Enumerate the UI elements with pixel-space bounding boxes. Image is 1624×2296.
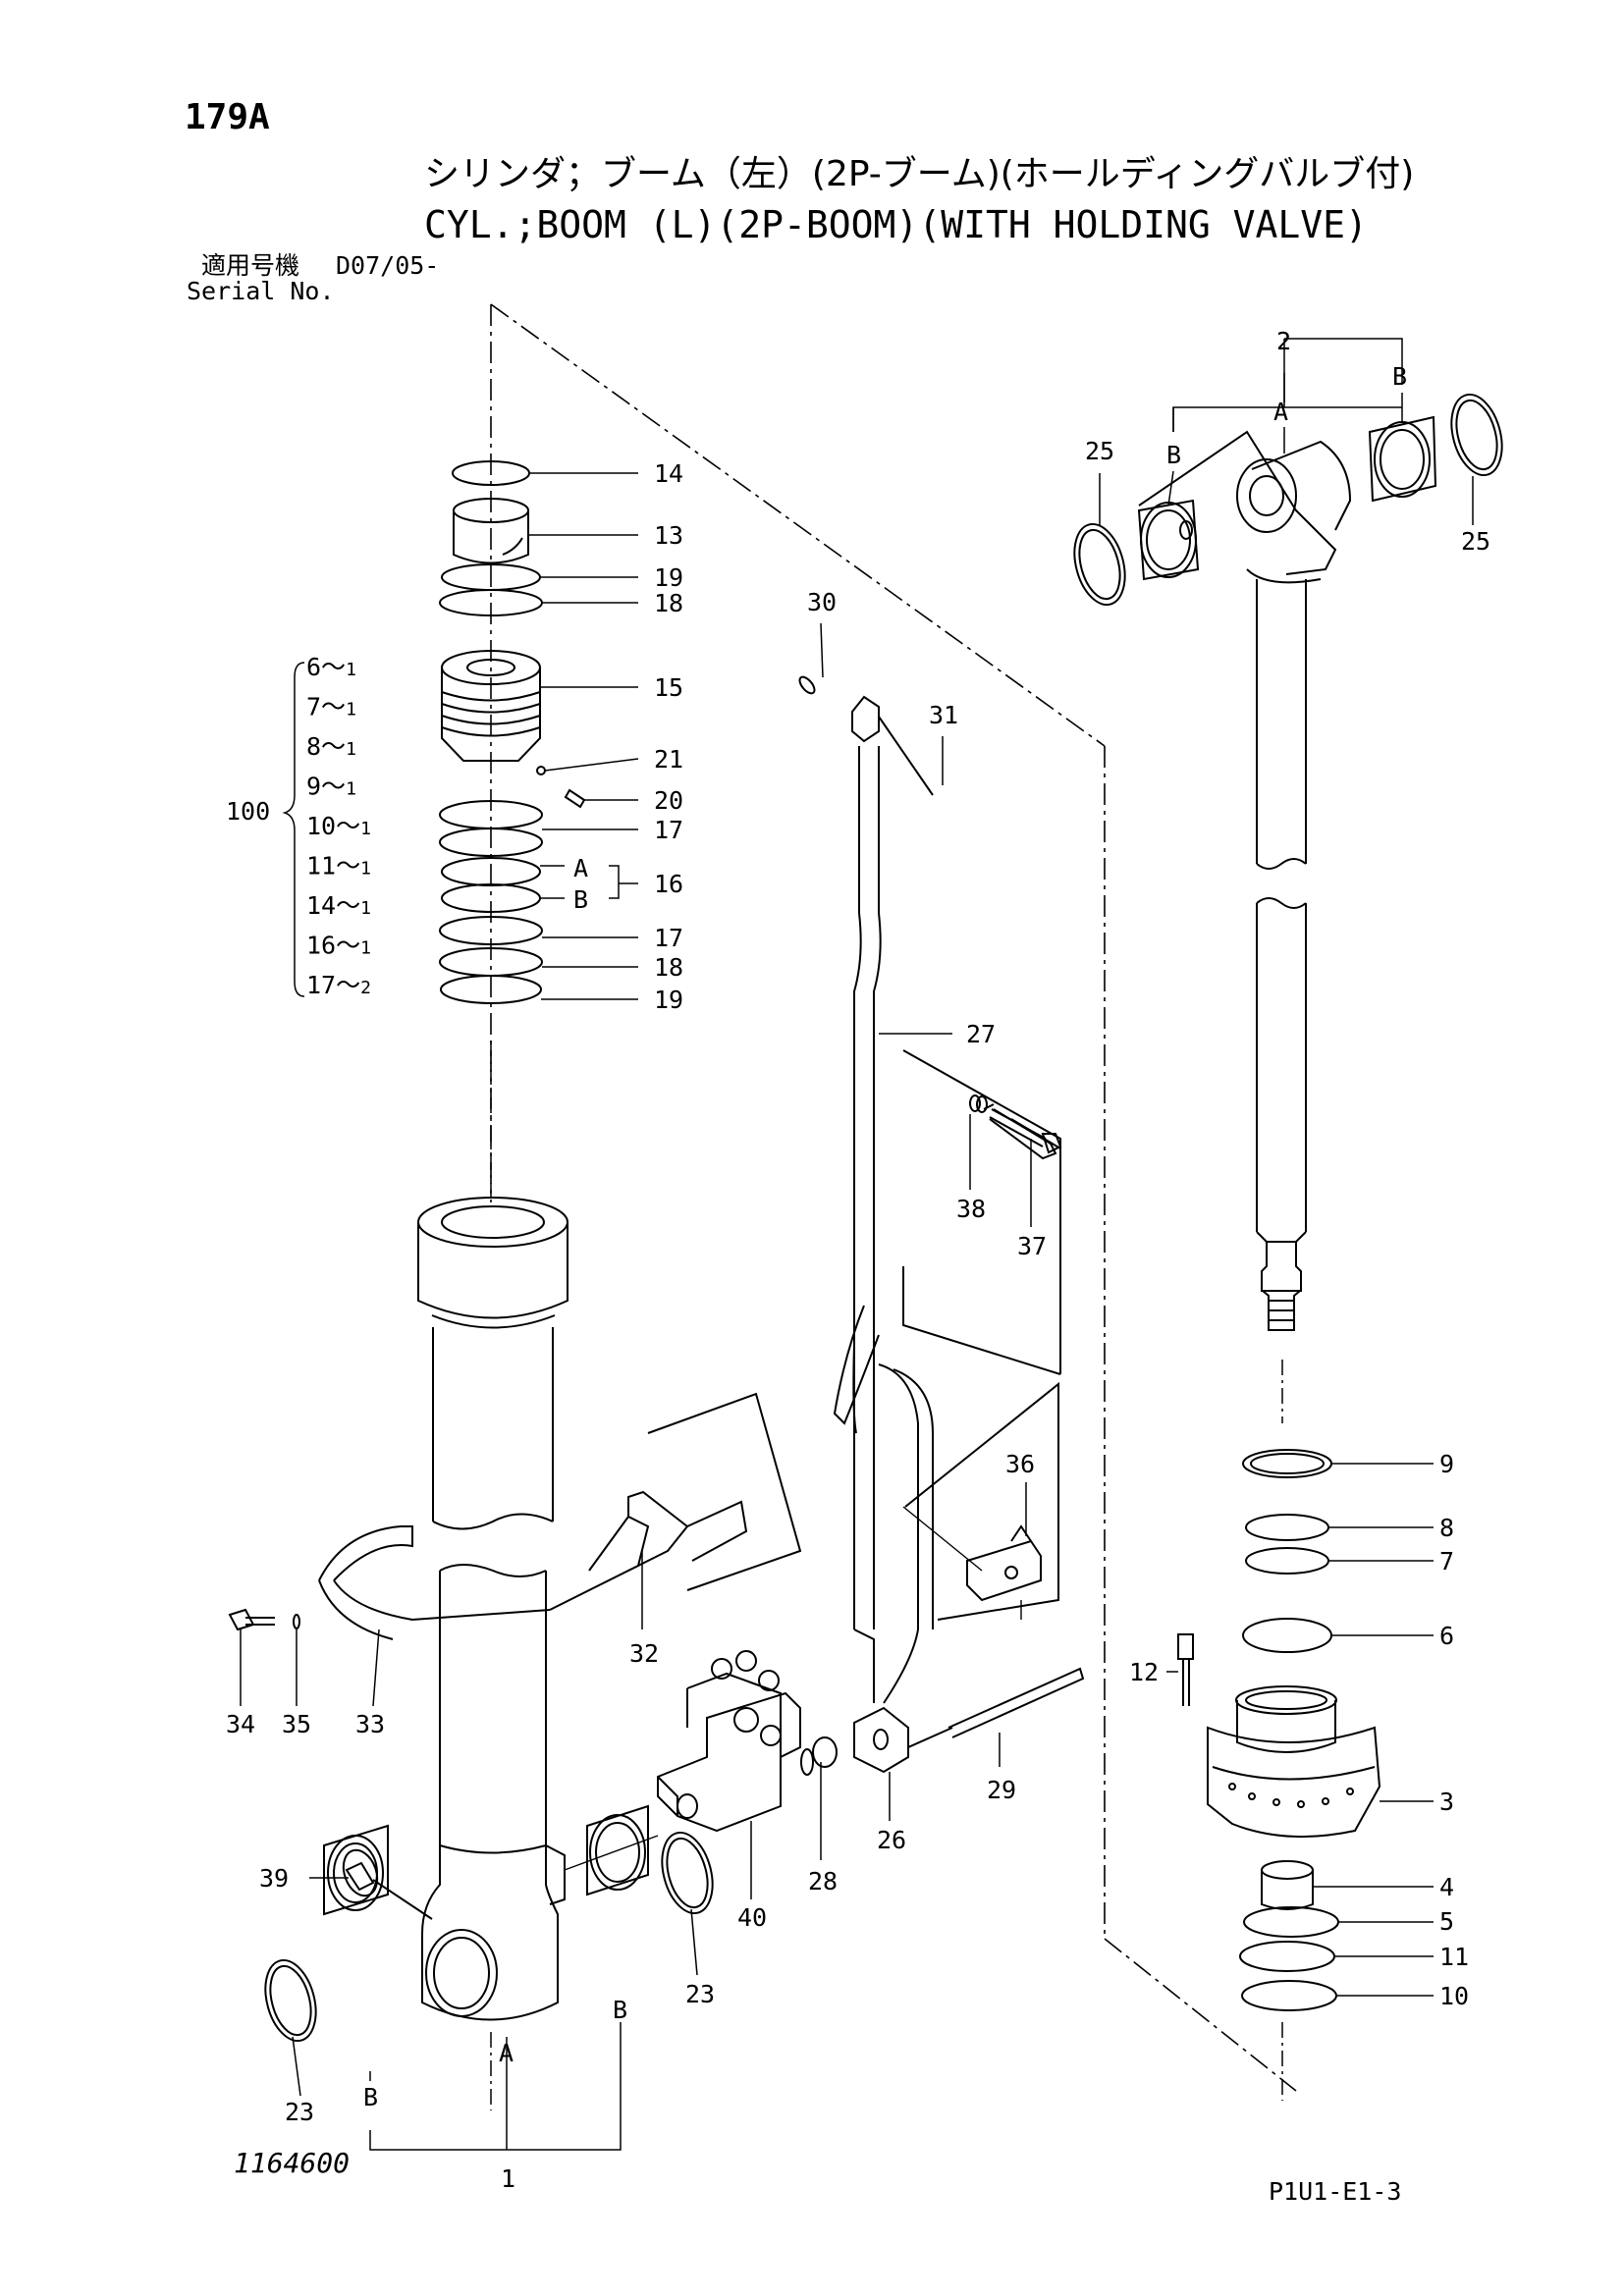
center-lines bbox=[490, 1041, 1283, 2110]
grease-fitting-39 bbox=[345, 1861, 433, 1920]
letter-a-tube: A bbox=[499, 2039, 514, 2067]
callout-32: 32 bbox=[629, 1639, 659, 1668]
callout-34: 34 bbox=[226, 1710, 255, 1738]
page-number: 179A bbox=[185, 97, 270, 137]
connection-lines bbox=[564, 1506, 1022, 1871]
callout-18b: 18 bbox=[654, 953, 683, 982]
callout-13: 13 bbox=[654, 521, 683, 550]
rod-seals bbox=[1207, 1449, 1381, 2011]
reference-letters: A B B A B B A B bbox=[363, 362, 1407, 2111]
rod-bushings bbox=[1073, 393, 1503, 607]
callout-30: 30 bbox=[807, 588, 837, 616]
callout-8: 8 bbox=[1439, 1514, 1454, 1542]
title-english: CYL.;BOOM (L)(2P-BOOM)(WITH HOLDING VALV… bbox=[424, 203, 1368, 246]
callout-10: 10 bbox=[1439, 1982, 1469, 2010]
callout-labels: 1 2 3 4 5 6 7 8 9 10 11 12 13 14 15 16 1… bbox=[226, 327, 1490, 2193]
kit-list-item: 7～1 bbox=[306, 693, 356, 721]
cylinder-tube bbox=[417, 1197, 568, 2021]
callout-25b: 25 bbox=[1461, 527, 1490, 556]
page-code: P1U1-E1-3 bbox=[1269, 2177, 1402, 2206]
callout-4: 4 bbox=[1439, 1873, 1454, 1901]
callout-15: 15 bbox=[654, 673, 683, 702]
callout-100: 100 bbox=[226, 797, 270, 826]
callout-19a: 19 bbox=[654, 563, 683, 592]
callout-23a: 23 bbox=[285, 2098, 314, 2126]
callout-31: 31 bbox=[929, 701, 958, 729]
callout-17b: 17 bbox=[654, 924, 683, 952]
serial-label-japanese: 適用号機 bbox=[201, 251, 300, 280]
bracket-32-plate bbox=[647, 1392, 802, 1591]
letter-b-rod-right: B bbox=[1392, 362, 1407, 391]
serial-label-english: Serial No. bbox=[187, 277, 335, 305]
piston-rod bbox=[1138, 430, 1352, 1331]
bolt-37 bbox=[969, 1095, 1062, 1154]
callout-37: 37 bbox=[1017, 1232, 1047, 1260]
kit-list-item: 16～1 bbox=[306, 932, 371, 960]
callout-35: 35 bbox=[282, 1710, 311, 1738]
callout-36: 36 bbox=[1005, 1450, 1035, 1478]
callout-27: 27 bbox=[966, 1020, 996, 1048]
piston-seal-stack bbox=[439, 460, 586, 1004]
callout-21: 21 bbox=[654, 745, 683, 774]
callout-26: 26 bbox=[877, 1826, 906, 1854]
letter-b-tube-left: B bbox=[363, 2083, 378, 2111]
callout-14: 14 bbox=[654, 459, 683, 488]
callout-23b: 23 bbox=[685, 1980, 715, 2008]
callout-2: 2 bbox=[1276, 327, 1291, 355]
leader-lines bbox=[240, 338, 1474, 2151]
pipe-clamp-left bbox=[318, 1490, 748, 1640]
drawing-number: 1164600 bbox=[234, 2147, 351, 2179]
callout-28: 28 bbox=[808, 1867, 838, 1896]
callout-11: 11 bbox=[1439, 1943, 1469, 1971]
kit-list: 6～1 7～1 8～1 9～1 10～1 11～1 14～1 16～1 17～2 bbox=[306, 653, 371, 999]
letter-b-rod-left: B bbox=[1166, 441, 1181, 469]
bolt-34 bbox=[228, 1608, 300, 1631]
callout-7: 7 bbox=[1439, 1547, 1454, 1575]
letter-a-rod: A bbox=[1273, 398, 1288, 426]
bolt-12 bbox=[1177, 1633, 1194, 1706]
pipe-27 bbox=[798, 675, 1085, 1774]
kit-list-item: 17～2 bbox=[306, 971, 371, 999]
kit-list-item: 14～1 bbox=[306, 891, 371, 920]
callout-39: 39 bbox=[259, 1864, 289, 1893]
callout-25a: 25 bbox=[1085, 437, 1114, 465]
serial-code: D07/05- bbox=[336, 251, 440, 280]
kit-list-item: 9～1 bbox=[306, 773, 356, 801]
letter-a-seal: A bbox=[573, 854, 588, 882]
letter-b-tube-right: B bbox=[613, 1996, 627, 2024]
callout-29: 29 bbox=[987, 1776, 1016, 1804]
callout-12: 12 bbox=[1129, 1658, 1159, 1686]
callout-6: 6 bbox=[1439, 1622, 1454, 1650]
kit-list-item: 11～1 bbox=[306, 852, 371, 881]
callout-1: 1 bbox=[501, 2164, 515, 2193]
clamp-36 bbox=[902, 1049, 1061, 1621]
kit-list-item: 10～1 bbox=[306, 812, 371, 840]
callout-5: 5 bbox=[1439, 1907, 1454, 1936]
holding-valve bbox=[657, 1650, 814, 1833]
callout-38: 38 bbox=[956, 1195, 986, 1223]
callout-18a: 18 bbox=[654, 589, 683, 617]
callout-33: 33 bbox=[355, 1710, 385, 1738]
callout-3: 3 bbox=[1439, 1788, 1454, 1816]
callout-40: 40 bbox=[737, 1903, 767, 1932]
kit-list-item: 8～1 bbox=[306, 732, 356, 761]
callout-9: 9 bbox=[1439, 1450, 1454, 1478]
callout-19b: 19 bbox=[654, 986, 683, 1014]
kit-list-item: 6～1 bbox=[306, 653, 356, 681]
tube-bushings bbox=[264, 1804, 714, 2043]
title-japanese: シリンダ；ブーム（左）(2P-ブーム)(ホールディングバルブ付) bbox=[424, 154, 1415, 194]
callout-20: 20 bbox=[654, 786, 683, 815]
kit-brace bbox=[282, 662, 305, 997]
callout-17a: 17 bbox=[654, 816, 683, 844]
callout-16: 16 bbox=[654, 870, 683, 898]
letter-b-seal: B bbox=[573, 885, 588, 914]
